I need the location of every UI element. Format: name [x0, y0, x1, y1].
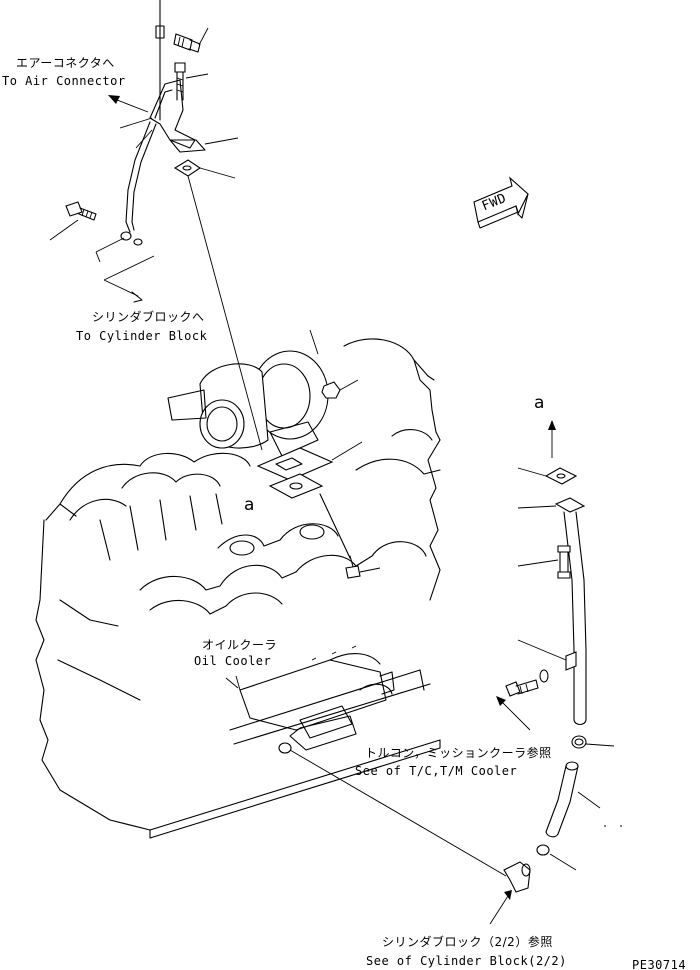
flange-bolt [319, 493, 381, 579]
air-connector-label-jp: エアーコネクタへ [16, 56, 115, 70]
air-connector-leader [111, 97, 149, 113]
bolt-vertical [174, 62, 186, 101]
engine-block [35, 338, 441, 839]
bolt-left [65, 201, 97, 221]
fwd-arrow-icon [473, 176, 529, 229]
gasket-top [173, 159, 201, 177]
gasket-leader [187, 175, 263, 451]
oil-cooler-label-jp: オイルクーラ [202, 638, 278, 652]
oil-drain-pipe [289, 420, 622, 925]
air-connector-label-en: To Air Connector [2, 74, 126, 88]
cylinder-block-label-jp: シリンダブロックへ [92, 310, 205, 324]
air-connector-arrow-icon [108, 95, 120, 104]
oil-cooler-leader [225, 677, 239, 689]
ref-mark-a-engine: a [244, 495, 255, 515]
cylinder-block-ref-label-en: See of Cylinder Block(2/2) [366, 954, 567, 968]
turbocharger [167, 329, 359, 457]
turbo-gasket [256, 447, 334, 481]
cylinder-block-ref-label-jp: シリンダブロック（2/2）参照 [382, 935, 553, 949]
tc-tm-cooler-label-en: See of T/C,T/M Cooler [355, 764, 518, 778]
drawing-code: PE30714 [632, 958, 687, 970]
ref-mark-a-pipe: a [534, 393, 545, 413]
air-line-assembly [49, 0, 239, 303]
pipe-fitting [120, 231, 143, 246]
drain-flange [268, 473, 324, 499]
oil-cooler-label-en: Oil Cooler [194, 654, 272, 668]
tc-tm-cooler-label-jp: トルコン，ミッションクーラ参照 [365, 746, 552, 760]
cylinder-block-label-en: To Cylinder Block [76, 329, 208, 343]
bolt-top [173, 33, 201, 53]
air-pipe-bracket [149, 79, 206, 153]
